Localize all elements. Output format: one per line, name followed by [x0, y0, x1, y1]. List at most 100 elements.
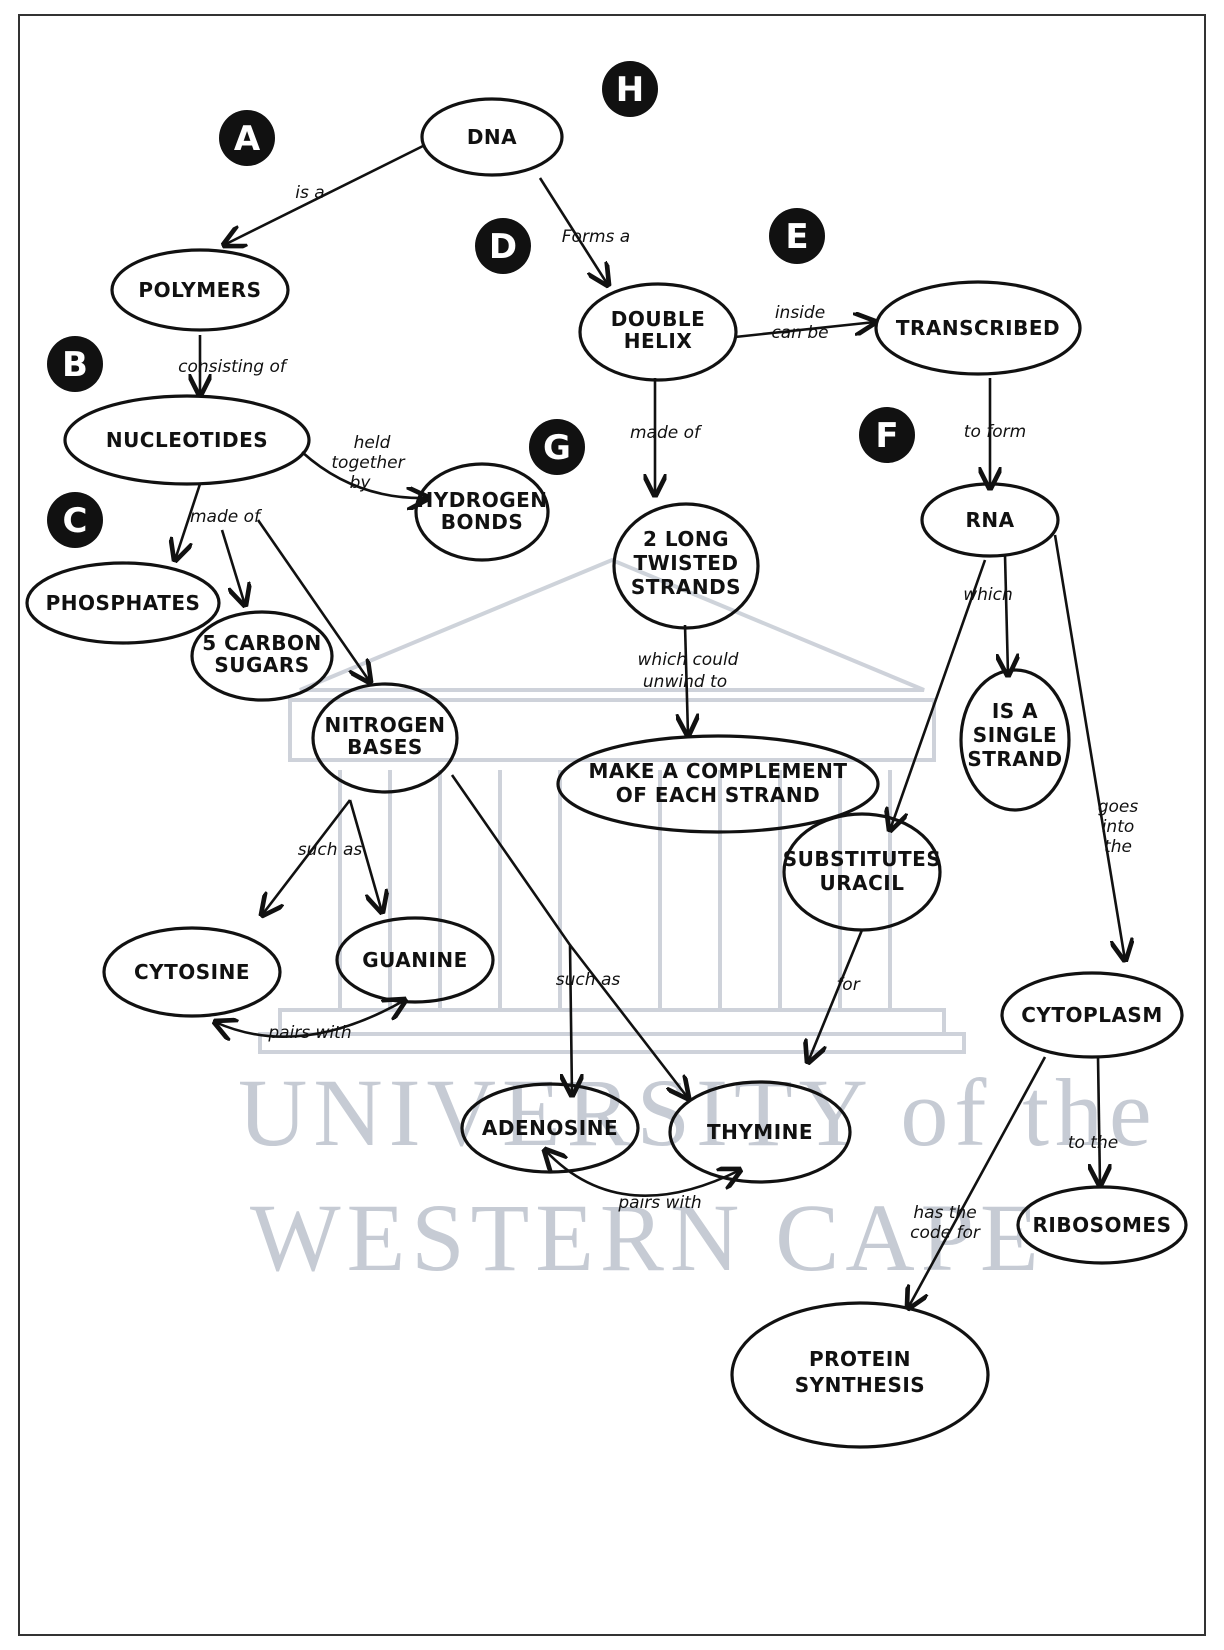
label-pairs-with-2: pairs with — [617, 1193, 701, 1213]
svg-text:PHOSPHATES: PHOSPHATES — [46, 591, 201, 615]
node-cytosine: CYTOSINE — [102, 926, 282, 1018]
node-guanine: GUANINE — [335, 916, 495, 1004]
edge-strands-complement — [685, 624, 688, 735]
watermark-line2: WESTERN CAPE — [250, 1184, 1045, 1291]
edge-cytoplasm-ribosomes — [1098, 1056, 1100, 1185]
edge-dna-helix — [538, 177, 608, 285]
edge-cytosine-guanine-pair — [215, 1000, 405, 1037]
svg-text:C: C — [63, 501, 88, 541]
edge-rna-uracil — [890, 559, 987, 830]
node-phosphates: PHOSPHATES — [25, 561, 221, 645]
svg-text:RIBOSOMES: RIBOSOMES — [1033, 1213, 1172, 1237]
label-for: for — [836, 975, 860, 995]
edge-nucleotides-sugars — [220, 529, 245, 605]
badge-h: H — [602, 61, 658, 117]
label-to-the: to the — [1068, 1133, 1118, 1153]
svg-text:DNA: DNA — [467, 125, 517, 149]
svg-text:CYTOPLASM: CYTOPLASM — [1021, 1003, 1163, 1027]
svg-text:NUCLEOTIDES: NUCLEOTIDES — [106, 428, 268, 452]
label-forms-a: Forms a — [562, 227, 630, 247]
node-rna: RNA — [920, 482, 1060, 558]
node-transcribed: TRANSCRIBED — [874, 280, 1082, 376]
svg-text:TRANSCRIBED: TRANSCRIBED — [896, 316, 1060, 340]
svg-text:POLYMERS: POLYMERS — [138, 278, 261, 302]
svg-text:RNA: RNA — [965, 508, 1014, 532]
edge-adenosine-thymine-pair — [545, 1150, 740, 1198]
label-such-as-2: such as — [556, 970, 621, 990]
node-adenosine: ADENOSINE — [460, 1082, 640, 1174]
edge-uracil-thymine — [808, 929, 864, 1062]
node-polymers: POLYMERS — [110, 248, 290, 332]
node-nucleotides: NUCLEOTIDES — [63, 394, 311, 486]
edge-nucleotides-hydrogen — [301, 451, 428, 498]
badge-c: C — [47, 492, 103, 548]
edge-nitrogen-adenosine — [450, 774, 572, 1095]
svg-text:H: H — [616, 70, 644, 110]
svg-text:THYMINE: THYMINE — [707, 1120, 813, 1144]
node-dna: DNA — [420, 97, 564, 177]
node-thymine: THYMINE — [668, 1080, 852, 1184]
edge-rna-cytoplasm — [1053, 534, 1125, 960]
svg-text:F: F — [875, 416, 898, 456]
label-consisting-of: consisting of — [178, 357, 289, 377]
edge-rna-single-strand — [1005, 554, 1008, 675]
label-which: which — [963, 585, 1013, 605]
node-ribosomes: RIBOSOMES — [1016, 1185, 1188, 1265]
svg-text:D: D — [489, 227, 517, 267]
svg-text:ADENOSINE: ADENOSINE — [482, 1116, 618, 1140]
svg-text:CYTOSINE: CYTOSINE — [134, 960, 250, 984]
badge-b: B — [47, 336, 103, 392]
svg-text:B: B — [62, 345, 88, 385]
svg-text:G: G — [543, 428, 571, 468]
label-such-as-1: such as — [298, 840, 363, 860]
edge-dna-polymers — [224, 143, 426, 245]
svg-text:A: A — [234, 119, 261, 159]
badge-d: D — [475, 218, 531, 274]
edge-nitrogen-thymine — [568, 944, 688, 1098]
badge-e: E — [769, 208, 825, 264]
edge-nitrogen-cytosine — [262, 799, 352, 915]
edge-nitrogen-guanine — [348, 799, 382, 912]
label-is-a: is a — [295, 183, 324, 203]
label-made-of-1: made of — [190, 507, 263, 527]
badge-g: G — [529, 419, 585, 475]
edge-nucleotides-nitrogen — [256, 519, 370, 682]
edge-helix-transcribed — [734, 322, 875, 339]
edge-nucleotides-phosphates — [175, 483, 202, 560]
node-cytoplasm: CYTOPLASM — [1000, 971, 1184, 1059]
badge-f: F — [859, 407, 915, 463]
svg-text:E: E — [785, 217, 808, 257]
svg-text:GUANINE: GUANINE — [362, 948, 468, 972]
edge-cytoplasm-protein — [908, 1056, 1047, 1308]
label-to-form: to form — [964, 422, 1026, 442]
badge-a: A — [219, 110, 275, 166]
label-pairs-with-1: pairs with — [267, 1023, 351, 1043]
label-made-of-2: made of — [630, 423, 703, 443]
